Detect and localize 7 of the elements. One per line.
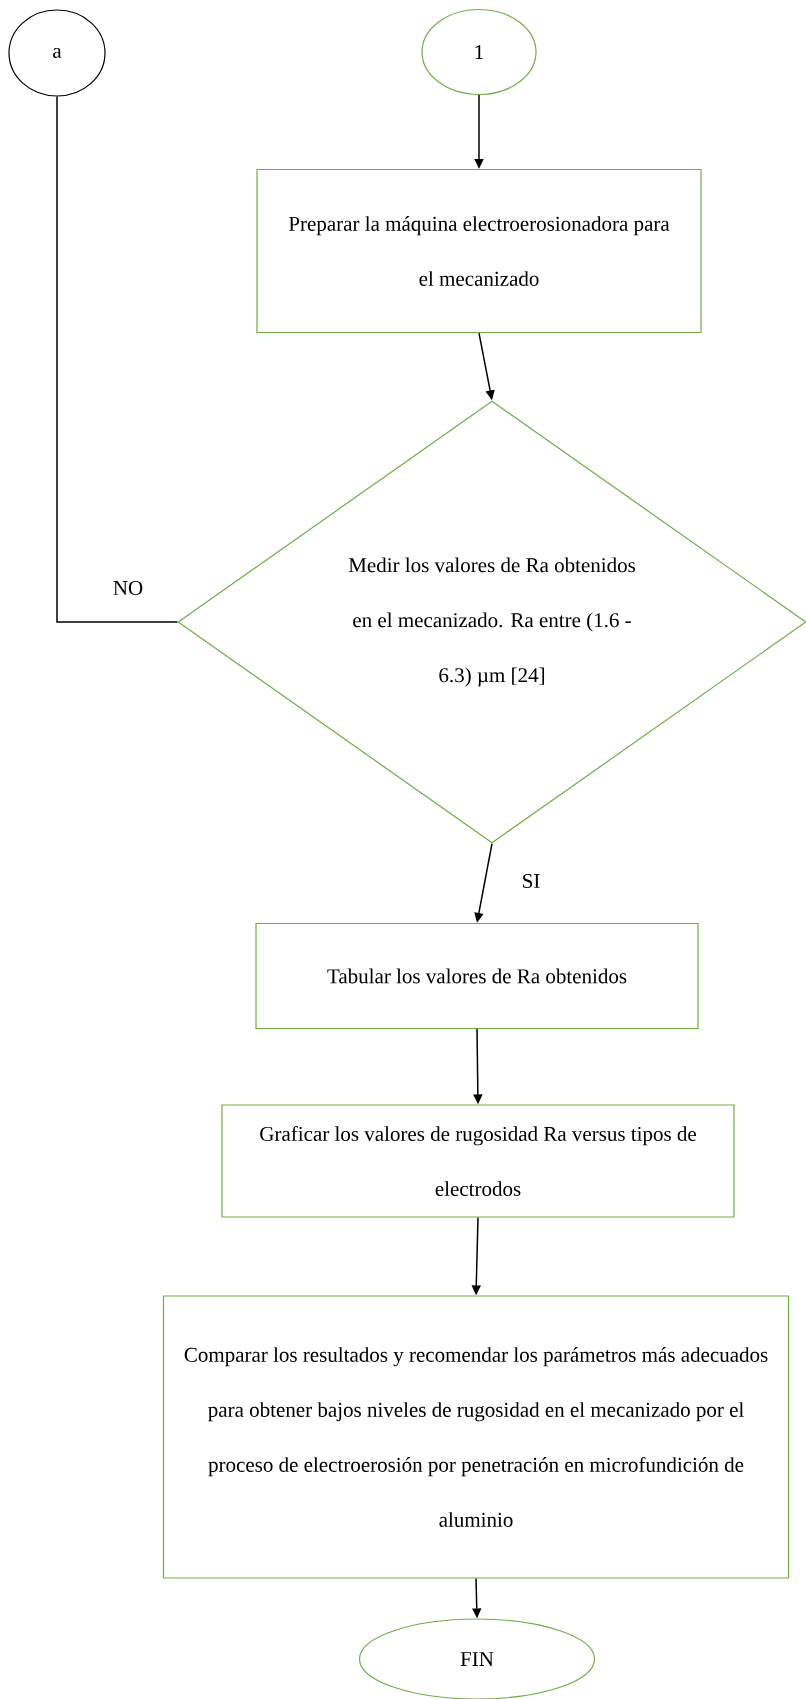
connector-line: [56, 95, 179, 623]
process-box: Graficar los valores de rugosidad Ra versus tipos de electrodos: [221, 1104, 735, 1218]
edge-label: SI: [520, 872, 542, 890]
process-box: Preparar la máquina electroerosionadora para el mecanizado: [256, 168, 702, 334]
process-box: Comparar los resultados y recomendar los parámetros más adecuados para obtener bajos niveles de rugosidad en el mecanizado por el proceso de electroerosión por penetración en microfundición de aluminio: [162, 1295, 790, 1579]
edge-label: NO: [111, 579, 145, 597]
process-box: Tabular los valores de Ra obtenidos: [255, 922, 699, 1030]
